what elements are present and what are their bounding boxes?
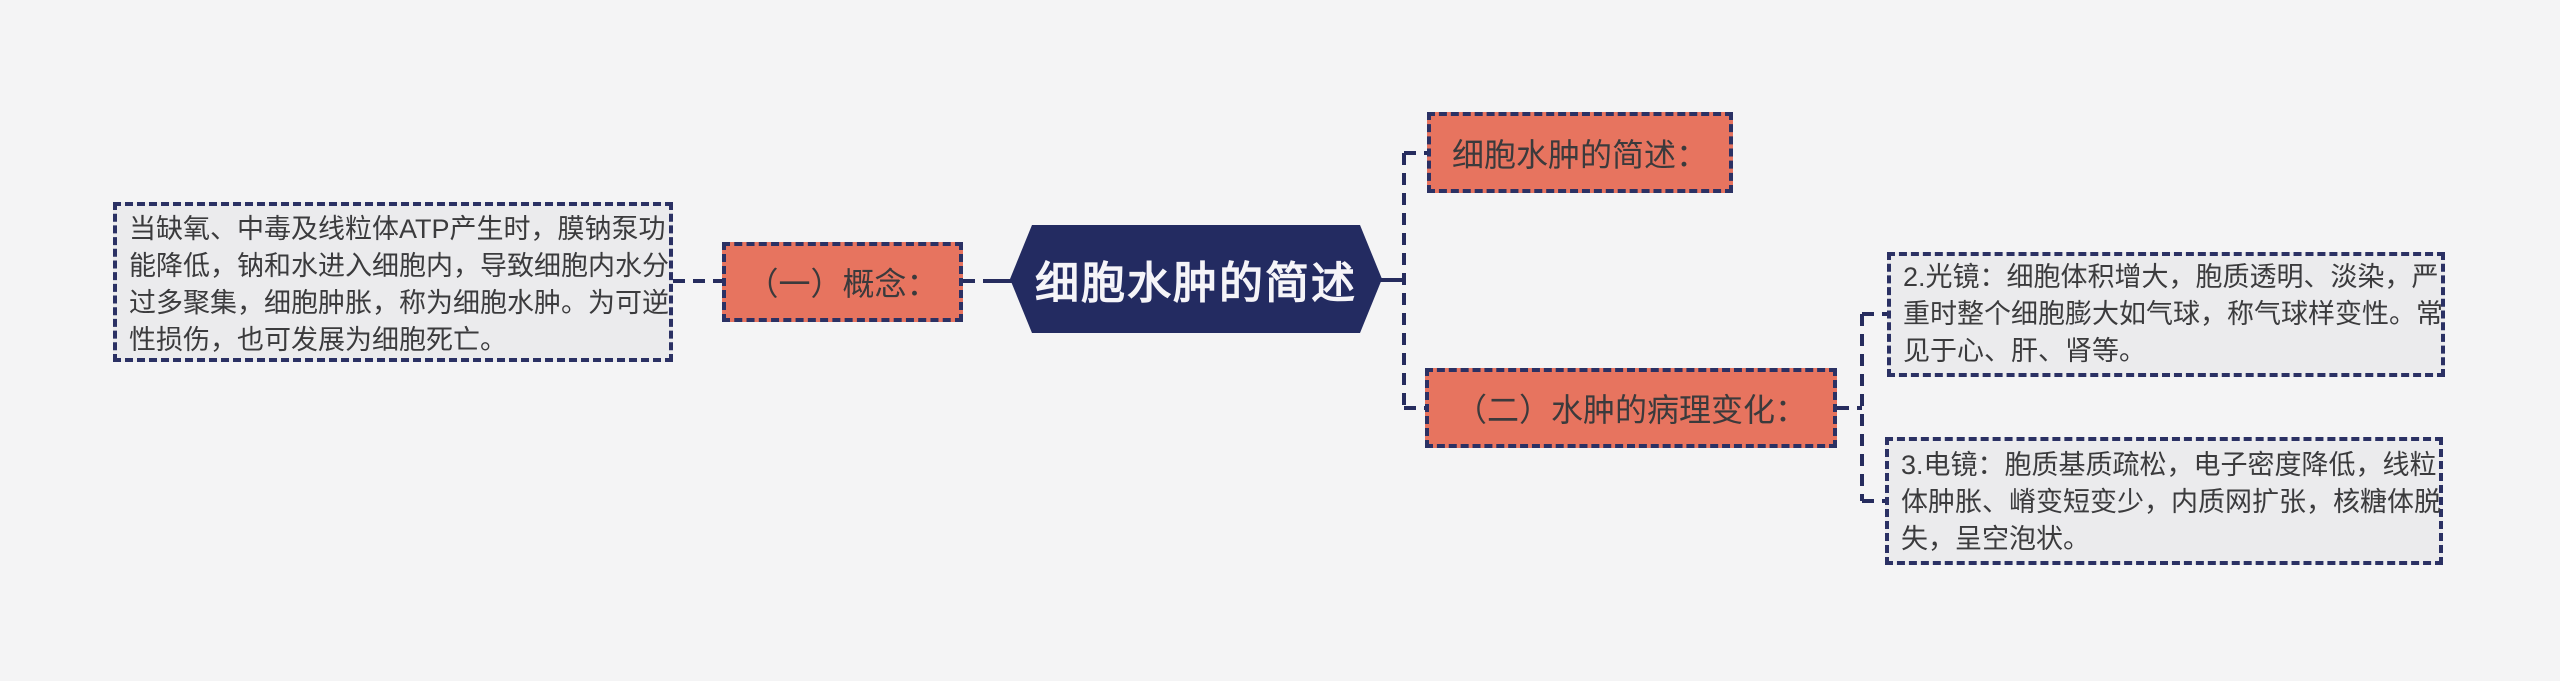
root-node[interactable]: 细胞水肿的简述 <box>1010 225 1382 333</box>
concept-node[interactable]: （一）概念： <box>722 242 963 322</box>
summary-node[interactable]: 细胞水肿的简述： <box>1427 112 1733 193</box>
light-microscope-note-box[interactable]: 2.光镜：细胞体积增大，胞质透明、淡染，严 重时整个细胞膨大如气球，称气球样变性… <box>1887 252 2445 377</box>
electron-microscope-note-box[interactable]: 3.电镜：胞质基质疏松，电子密度降低，线粒 体肿胀、嵴变短变少，内质网扩张，核糖… <box>1885 437 2443 565</box>
pathology-node[interactable]: （二）水肿的病理变化： <box>1425 368 1837 448</box>
concept-note-box[interactable]: 当缺氧、中毒及线粒体ATP产生时，膜钠泵功 能降低，钠和水进入细胞内，导致细胞内… <box>113 202 673 362</box>
